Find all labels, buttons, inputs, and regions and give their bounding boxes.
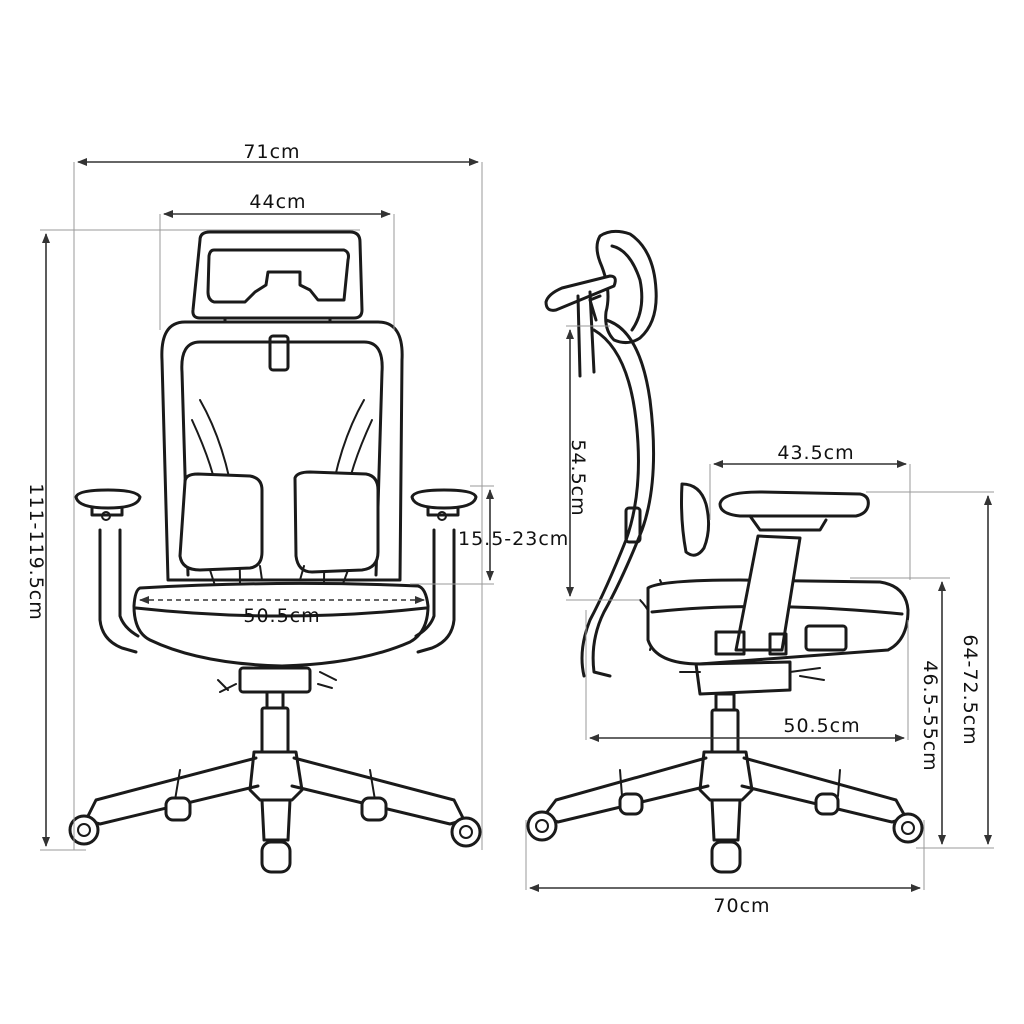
front-lumbar-right xyxy=(293,470,380,574)
front-seat xyxy=(132,581,430,668)
front-base xyxy=(248,750,304,802)
label-overall-width: 71cm xyxy=(243,141,300,163)
side-backrest xyxy=(591,318,656,678)
side-headrest xyxy=(595,229,658,345)
label-armrest-height: 64-72.5cm xyxy=(959,634,981,745)
label-seat-width: 50.5cm xyxy=(243,605,320,627)
dimension-lines xyxy=(40,158,994,892)
label-total-height: 111-119.5cm xyxy=(25,483,47,620)
side-chair xyxy=(526,229,924,874)
front-headrest xyxy=(191,230,364,320)
label-backrest-height: 54.5cm xyxy=(567,439,589,516)
label-backrest-width: 44cm xyxy=(249,191,306,213)
label-base-depth: 70cm xyxy=(713,895,770,917)
label-armrest-adjust: 15.5-23cm xyxy=(458,528,569,550)
front-chair xyxy=(68,230,482,874)
front-armrest-left xyxy=(74,488,142,510)
label-seat-depth: 50.5cm xyxy=(783,715,860,737)
front-lumbar-left xyxy=(178,472,264,572)
front-armrest-right xyxy=(410,488,478,510)
label-seat-height: 46.5-55cm xyxy=(919,660,941,771)
side-base xyxy=(698,750,754,802)
side-armrest xyxy=(718,490,870,518)
dimension-labels: 71cm 44cm 111-119.5cm 15.5-23cm 50.5cm 5… xyxy=(25,141,981,917)
label-armrest-length: 43.5cm xyxy=(777,442,854,464)
